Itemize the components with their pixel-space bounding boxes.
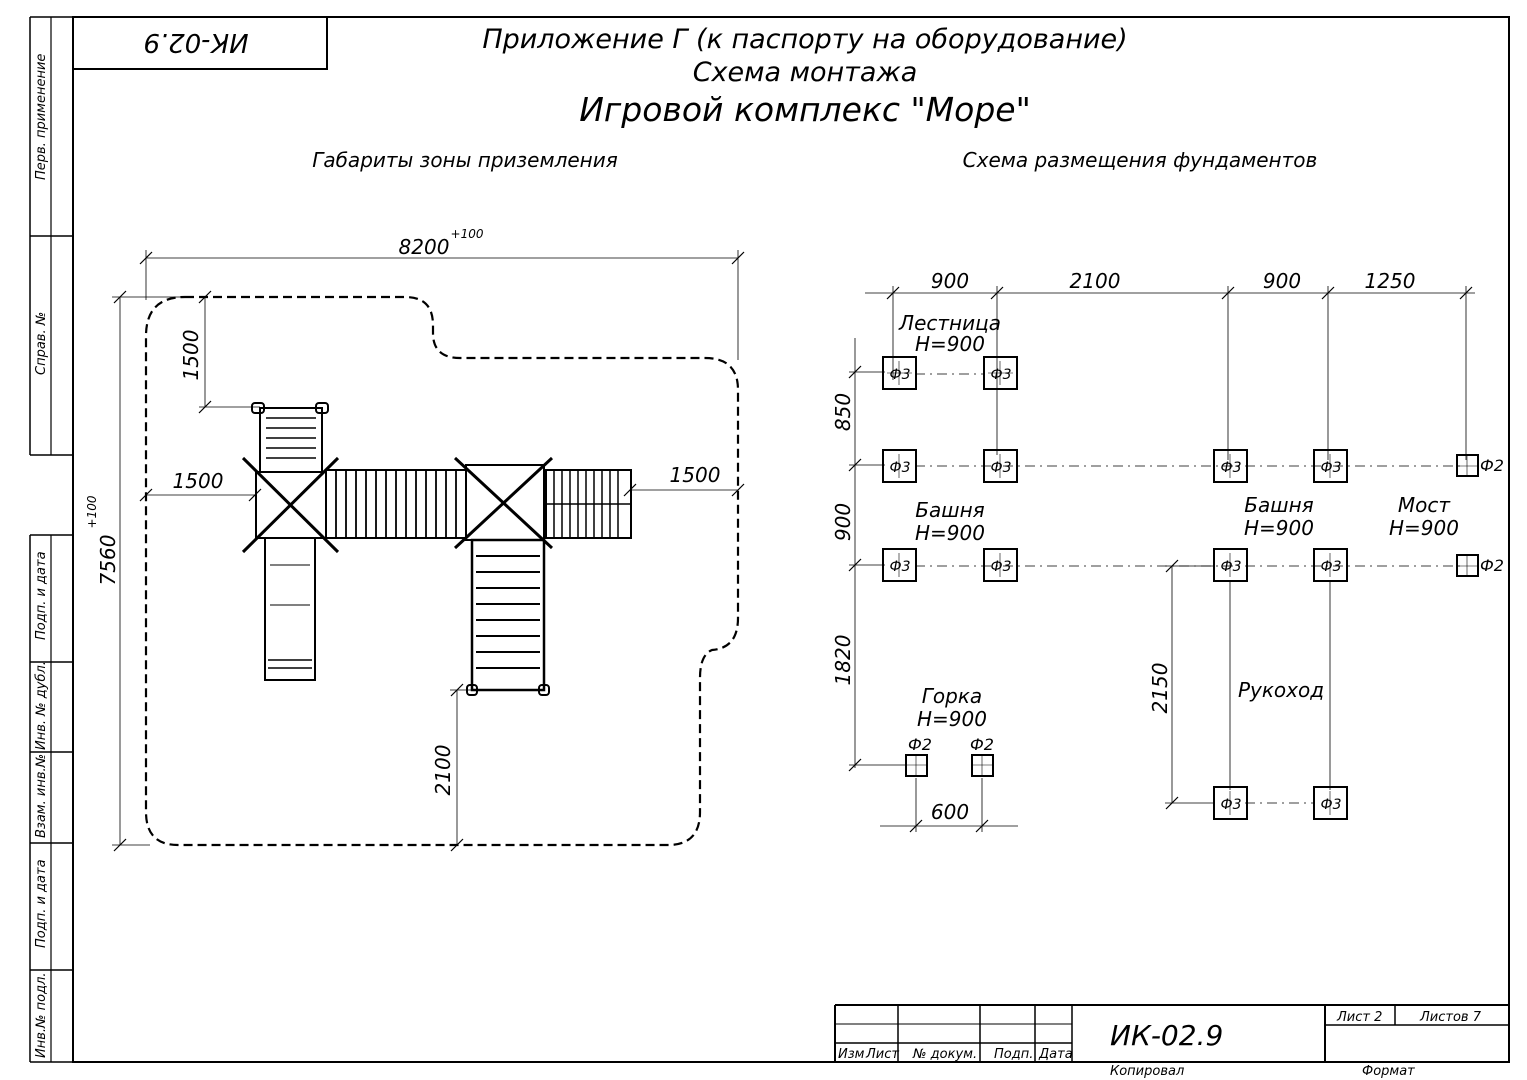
dim-top-1: 2100: [1070, 269, 1121, 293]
svg-text:Ф3: Ф3: [1221, 559, 1242, 575]
ladder-rungs: [266, 417, 316, 459]
dim-left-1: 900: [831, 503, 855, 541]
foundation-f3: Ф3: [1313, 548, 1348, 582]
svg-text:Ф2: Ф2: [1480, 456, 1504, 475]
bridge-planks: [335, 470, 457, 538]
foundations-f3: Ф3 Ф3 Ф3 Ф3 Ф3 Ф3 Ф3 Ф3 Ф3 Ф3 Ф3 Ф3: [882, 356, 1348, 820]
dim-rukohod: 2150: [1148, 663, 1172, 714]
foundation-f2: Ф2: [1456, 454, 1504, 477]
title-line1: Приложение Г (к паспорту на оборудование…: [482, 24, 1127, 55]
dim-width: 8200: [399, 235, 450, 259]
left-view-title: Габариты зоны приземления: [312, 148, 618, 172]
label-bridge: Мост: [1398, 493, 1451, 517]
side-stamp-labels: Перв. применение Справ. № Подп. и дата И…: [34, 54, 49, 1058]
sheet-label: Лист 2: [1336, 1010, 1382, 1025]
svg-text:Ф2: Ф2: [1480, 556, 1504, 575]
side-label-inv-podl: Инв.№ подл.: [34, 972, 49, 1058]
foundation-f3: Ф3: [882, 548, 917, 582]
foundation-f3: Ф3: [983, 356, 1018, 390]
label-tower2-h: Н=900: [1244, 516, 1314, 540]
foundation-layout-view: 900 2100 900 1250 850 900 1820 2150: [831, 269, 1504, 833]
dim-left-0: 850: [831, 393, 855, 431]
monkey-bars-rungs: [476, 555, 540, 669]
dim-right: 1500: [670, 463, 721, 487]
svg-text:Ф3: Ф3: [890, 460, 911, 476]
dim-left-2: 1820: [831, 635, 855, 686]
dim-top-2: 900: [1263, 269, 1301, 293]
label-tower1-h: Н=900: [915, 521, 985, 545]
svg-text:Ф3: Ф3: [1221, 797, 1242, 813]
title-block: Изм Лист № докум. Подп. Дата ИК-02.9 Лис…: [834, 1004, 1509, 1079]
svg-text:Ф3: Ф3: [890, 559, 911, 575]
foundation-f3: Ф3: [1313, 449, 1348, 483]
label-ladder-h: Н=900: [915, 332, 985, 356]
svg-text:Ф3: Ф3: [991, 367, 1012, 383]
svg-text:Ф2: Ф2: [970, 735, 994, 754]
foundation-f3: Ф3: [1313, 786, 1348, 820]
dim-bottom: 2100: [431, 745, 455, 796]
dim-top-3: 1250: [1365, 269, 1416, 293]
col-list: Лист: [865, 1047, 899, 1062]
foundation-f3: Ф3: [983, 449, 1018, 483]
title-line3: Игровой комплекс "Море": [579, 90, 1031, 129]
label-slide: Горка: [922, 684, 982, 708]
svg-text:Ф3: Ф3: [991, 460, 1012, 476]
top-stamp-code: ИК-02.9: [143, 27, 248, 57]
foundation-f3: Ф3: [1213, 449, 1248, 483]
top-stamp: ИК-02.9: [72, 16, 328, 70]
dim-height: 7560: [96, 535, 120, 586]
col-doc: № докум.: [912, 1047, 977, 1062]
label-bridge-h: Н=900: [1389, 516, 1459, 540]
label-tower1: Башня: [915, 498, 984, 522]
label-ladder: Лестница: [898, 311, 1001, 335]
svg-text:Ф3: Ф3: [1321, 797, 1342, 813]
title-block-code: ИК-02.9: [1110, 1019, 1223, 1052]
sheets-label: Листов 7: [1419, 1010, 1482, 1025]
side-label-podp2: Подп. и дата: [34, 859, 49, 948]
foundation-f2: Ф2: [905, 735, 932, 777]
foundations-f2: Ф2 Ф2 Ф2 Ф2: [905, 454, 1504, 777]
foundation-f2: Ф2: [970, 735, 994, 777]
svg-text:Ф3: Ф3: [1321, 559, 1342, 575]
dim-gorka: 600: [931, 800, 969, 824]
equipment-plan: [241, 402, 632, 696]
landing-zone-outline: [144, 295, 740, 847]
sheet-frame: [29, 16, 1510, 1063]
svg-text:Ф3: Ф3: [890, 367, 911, 383]
side-label-podp1: Подп. и дата: [34, 551, 49, 640]
foundation-f2: Ф2: [1456, 554, 1504, 577]
header: Приложение Г (к паспорту на оборудование…: [312, 24, 1317, 172]
label-slide-h: Н=900: [917, 707, 987, 731]
side-label-sprav: Справ. №: [34, 312, 49, 375]
svg-text:Ф3: Ф3: [1221, 460, 1242, 476]
copied-label: Копировал: [1110, 1064, 1184, 1079]
label-tower2: Башня: [1244, 493, 1313, 517]
side-label-perv: Перв. применение: [34, 54, 49, 180]
foundation-f3: Ф3: [1213, 548, 1248, 582]
foundation-f3: Ф3: [983, 548, 1018, 582]
foundation-labels: Лестница Н=900 Башня Н=900 Башня Н=900 М…: [898, 311, 1459, 731]
side-label-inv-dubl: Инв. № дубл.: [34, 661, 49, 750]
svg-text:Ф2: Ф2: [908, 735, 932, 754]
label-rukohod: Рукоход: [1238, 678, 1324, 702]
dim-height-tol: +100: [85, 495, 99, 528]
col-izm: Изм: [838, 1047, 865, 1062]
landing-zone-view: 8200 +100 7560 +100 1500 1500 1500 2100: [85, 227, 745, 852]
dim-top: 1500: [179, 330, 203, 381]
dim-left: 1500: [173, 469, 224, 493]
title-line2: Схема монтажа: [693, 57, 918, 88]
dim-top-0: 900: [931, 269, 969, 293]
dim-width-tol: +100: [451, 227, 484, 241]
foundation-f3: Ф3: [1213, 786, 1248, 820]
foundation-f3: Ф3: [882, 449, 917, 483]
svg-text:Ф3: Ф3: [1321, 460, 1342, 476]
side-label-vzam: Взам. инв.№: [34, 754, 49, 838]
format-label: Формат: [1362, 1064, 1415, 1079]
col-date: Дата: [1038, 1047, 1073, 1062]
foundation-f3: Ф3: [882, 356, 917, 390]
col-podp: Подп.: [994, 1047, 1033, 1062]
right-view-title: Схема размещения фундаментов: [963, 148, 1318, 172]
svg-text:Ф3: Ф3: [991, 559, 1012, 575]
